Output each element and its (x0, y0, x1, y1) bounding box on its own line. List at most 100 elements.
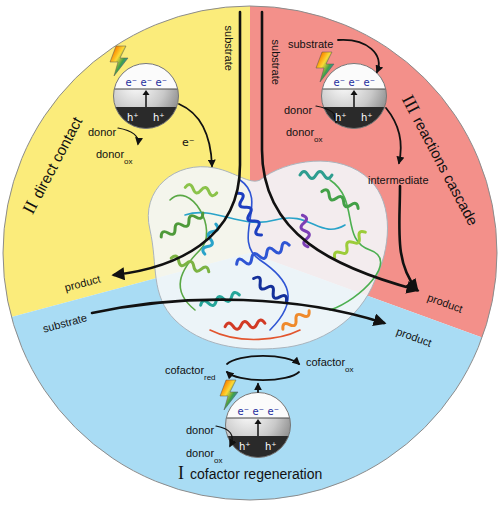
protein-helix (320, 188, 359, 211)
species-label: substrate (269, 40, 282, 85)
subscript: ox (314, 135, 322, 144)
sphere-outline (114, 64, 179, 129)
text-anchor: e⁻ (238, 402, 249, 418)
reaction-arrow (399, 186, 417, 290)
electron-symbol: e⁻ (253, 407, 264, 417)
electron-symbol: e⁻ (334, 78, 345, 88)
species-label: product (425, 291, 464, 315)
text-anchor: h⁺ (361, 108, 373, 124)
cofactor-cycle-arrow (227, 372, 299, 380)
text-anchor: donor (186, 420, 214, 438)
protein-helix (281, 308, 311, 332)
semiconductor-sphere: e⁻ e⁻ e⁻ h⁺ h⁺ (225, 392, 291, 458)
sector-heading: Icofactor regeneration (178, 463, 322, 484)
band-edge (321, 89, 387, 90)
text-anchor: h⁺ (239, 437, 251, 453)
species-label: donor (96, 148, 124, 161)
species-label: substrate (222, 26, 235, 71)
text-anchor: e⁻ (126, 73, 137, 89)
electron-symbol: e⁻ (268, 407, 279, 417)
sphere-body (226, 393, 291, 458)
excitation-arrow-head (255, 419, 262, 424)
conduction-band (113, 63, 179, 89)
electron-arrow (179, 104, 212, 166)
text-anchor: substrate (288, 34, 333, 52)
outer-ring (3, 6, 497, 500)
electron-symbol: e⁻ (126, 78, 137, 88)
sector-title: cofactor regeneration (190, 466, 322, 482)
light-bolt (220, 380, 238, 410)
text-anchor: cofactor (165, 360, 204, 378)
roman-numeral: I (178, 463, 184, 484)
electron-label: e⁻ (182, 137, 195, 150)
electron-symbol: e⁻ (349, 78, 360, 88)
text-anchor: product (424, 287, 465, 317)
species-label: donor (186, 447, 214, 460)
sphere-body (322, 64, 387, 129)
text-anchor: ox (214, 449, 222, 467)
text-anchor: e⁻ (268, 402, 279, 418)
hole-symbol: h⁺ (335, 113, 347, 123)
text-anchor: cofactor (306, 352, 345, 370)
text-anchor: product (62, 269, 102, 296)
excitation-arrow-head (143, 90, 150, 95)
species-label: product (394, 325, 433, 349)
protein-helix (235, 241, 290, 268)
text-anchor: e⁻ (364, 73, 375, 89)
hole-symbol: h⁺ (239, 442, 251, 452)
excitation-arrow (145, 94, 147, 107)
excitation-arrow-head (351, 90, 358, 95)
species-label: donor (88, 126, 116, 139)
text-anchor: donor (286, 122, 314, 140)
protein-coil (185, 213, 345, 230)
text-anchor: e⁻ (156, 73, 167, 89)
sphere-shape (225, 392, 291, 458)
intermediate-arrow (386, 108, 401, 163)
text-anchor: substrate (40, 307, 88, 336)
subscript: ox (214, 456, 222, 465)
protein-helix (300, 172, 332, 179)
text-anchor: donor (186, 443, 214, 461)
valence-band (225, 436, 291, 458)
light-bolt (316, 52, 334, 82)
text-anchor: e⁻ (334, 73, 345, 89)
text-anchor: intermediate (368, 170, 429, 188)
text-anchor: e⁻ (141, 73, 152, 89)
text-anchor: red (204, 366, 216, 384)
protein-helix (202, 223, 220, 255)
sphere-bands (113, 63, 179, 129)
donor-arrow (316, 106, 336, 122)
valence-band (113, 107, 179, 129)
sphere-shape (113, 63, 179, 129)
protein-helix (185, 184, 218, 196)
protein-helix (159, 210, 204, 240)
semiconductor-sphere: e⁻ e⁻ e⁻ h⁺ h⁺ (321, 63, 387, 129)
text-anchor: e⁻ (253, 402, 264, 418)
donor-arrow (118, 128, 138, 144)
sphere-outline (226, 393, 291, 458)
text-anchor: ox (124, 150, 132, 168)
text-anchor: h⁺ (127, 108, 139, 124)
reaction-arrow (262, 12, 417, 290)
hole-symbol: h⁺ (127, 113, 139, 123)
text-anchor: h⁺ (265, 437, 277, 453)
text-anchor: donor (284, 100, 312, 118)
hole-symbol: h⁺ (153, 113, 165, 123)
species-label: product (63, 272, 102, 294)
protein-coil (240, 180, 288, 330)
species-label: substrate (288, 38, 333, 51)
band-edge (113, 89, 179, 90)
text-anchor: e⁻ (182, 132, 195, 150)
species-label: donor (186, 424, 214, 437)
excitation-arrow (353, 94, 355, 107)
species-label: intermediate (368, 174, 429, 187)
sphere-bands (321, 63, 387, 129)
electron-symbol: e⁻ (238, 407, 249, 417)
donor-arrow (216, 426, 232, 446)
reaction-arrow (92, 300, 384, 323)
protein-coil (330, 180, 381, 310)
valence-band (321, 107, 387, 129)
